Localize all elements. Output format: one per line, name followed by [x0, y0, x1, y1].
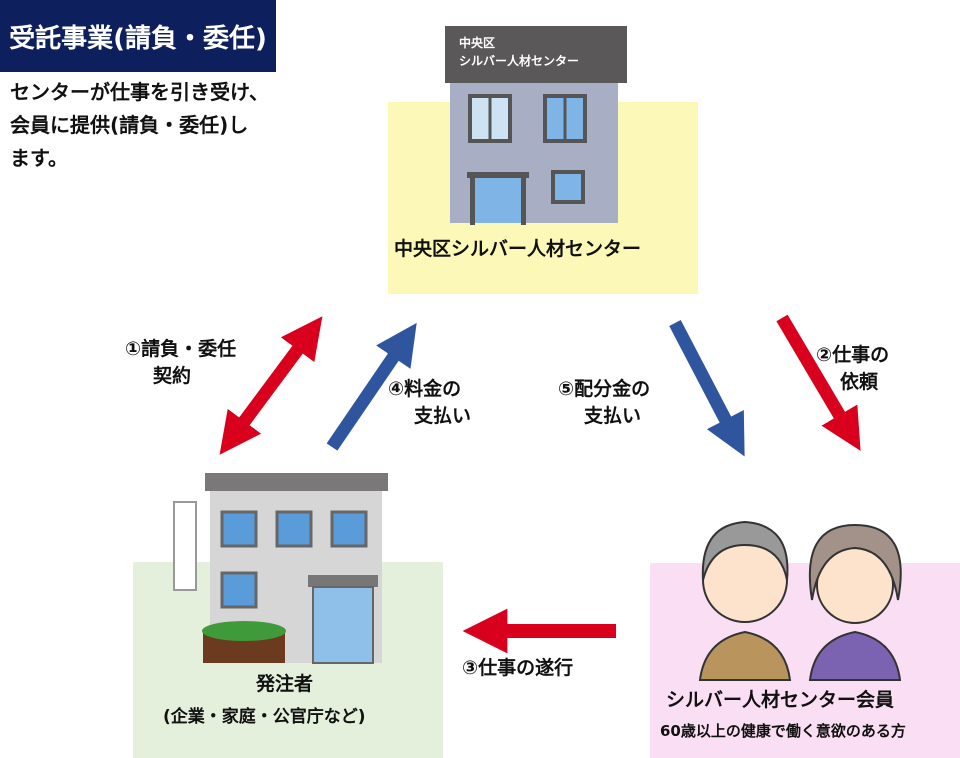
- client-sublabel: (企業・家庭・公官庁など): [163, 707, 366, 727]
- arrow-label-request: ②仕事の依頼: [816, 340, 889, 394]
- member-sublabel: 60歳以上の健康で働く意欲のある方: [660, 722, 906, 740]
- client-label: 発注者: [256, 673, 314, 695]
- member-label: シルバー人材センター会員: [666, 689, 895, 711]
- label-line: ①請負・委任: [125, 338, 237, 360]
- client-building-icon: [173, 473, 388, 664]
- label-line: 支払い: [584, 405, 642, 427]
- description-line: ます。: [10, 146, 68, 170]
- arrow-distribution: [669, 319, 745, 457]
- sign-line: シルバー人材センター: [459, 54, 580, 68]
- description: センターが仕事を引き受け、 会員に提供(請負・委任)し ます。: [10, 76, 269, 175]
- arrow-label-distribution: ⑤配分金の支払い: [558, 374, 650, 428]
- arrow-fee-payment: [326, 322, 417, 451]
- member-panel: [650, 563, 960, 758]
- arrow-label-contract: ①請負・委任契約: [125, 334, 236, 388]
- page-title: 受託事業(請負・委任): [0, 0, 276, 72]
- members-icon: [698, 520, 902, 681]
- arrow-label-fee: ④料金の支払い: [388, 374, 471, 428]
- label-line: 支払い: [414, 405, 472, 427]
- center-sign: 中央区 シルバー人材センター: [445, 26, 627, 83]
- description-line: 会員に提供(請負・委任)し: [10, 113, 249, 137]
- label-line: 契約: [153, 365, 192, 387]
- arrow-work-request: [776, 314, 861, 451]
- label-line: 依頼: [840, 371, 879, 393]
- arrow-label-execution: ③仕事の遂行: [462, 657, 574, 679]
- arrow-contract: [219, 316, 323, 455]
- description-line: センターが仕事を引き受け、: [10, 80, 269, 104]
- label-line: ⑤配分金の: [558, 378, 651, 400]
- title-text: 受託事業(請負・委任): [9, 23, 267, 54]
- center-building-icon: [450, 83, 618, 225]
- label-line: ④料金の: [388, 378, 462, 400]
- sign-line: 中央区: [459, 36, 496, 50]
- center-label: 中央区シルバー人材センター: [394, 238, 642, 260]
- label-line: ②仕事の: [816, 344, 890, 366]
